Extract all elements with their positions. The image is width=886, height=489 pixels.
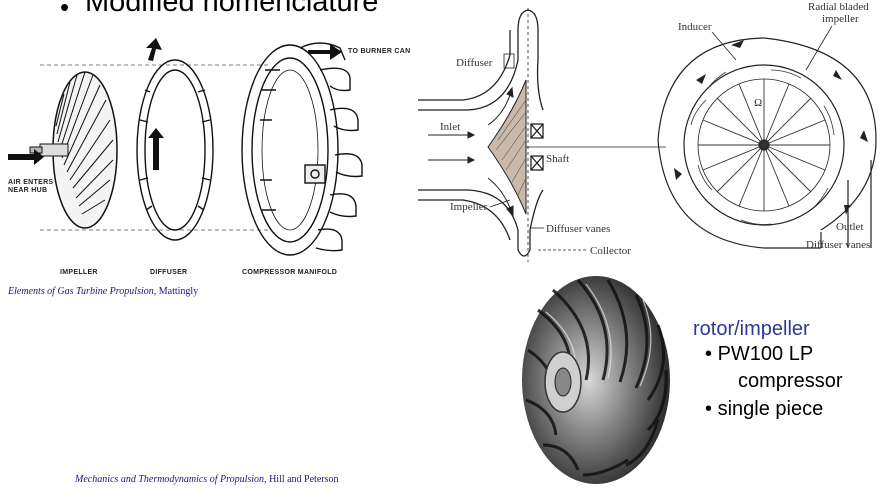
manifold-sketch	[242, 43, 362, 255]
inducer-label: Inducer	[678, 21, 712, 33]
bullet-item-pw100: • PW100 LP	[705, 343, 813, 366]
inlet-label: Inlet	[440, 121, 460, 133]
exploded-compressor-diagram: AIR ENTERS NEAR HUB TO BURNER CAN IMPELL…	[0, 30, 440, 282]
compressor-cross-section: Diffuser Inlet Shaft Impeller Diffuser v…	[418, 0, 666, 265]
diffuser-label: Diffuser	[456, 57, 493, 69]
to-burner-label: TO BURNER CAN	[348, 48, 411, 55]
bullet-item-single-piece: • single piece	[705, 398, 823, 421]
caption-mattingly: Elements of Gas Turbine Propulsion, Matt…	[8, 286, 198, 297]
impeller-label: Impeller	[450, 201, 488, 213]
bullet-text: single piece	[718, 398, 824, 420]
impeller-volute-diagram: Ω Inducer Radial bladed impeller Outlet …	[636, 0, 886, 265]
manifold-label: COMPRESSOR MANIFOLD	[242, 269, 337, 276]
diffuser-arrow-top	[146, 38, 162, 61]
diffuser-vanes-label: Diffuser vanes	[806, 239, 870, 251]
diffuser-vanes-label: Diffuser vanes	[546, 223, 610, 235]
slide-title: Modified nomenclature	[85, 0, 378, 19]
diffuser-label: DIFFUSER	[150, 269, 187, 276]
near-hub-label: NEAR HUB	[8, 187, 47, 194]
bullet-dot: •	[705, 343, 712, 365]
caption-hill-author: , Hill and Peterson	[264, 474, 338, 485]
caption-hill-title: Mechanics and Thermodynamics of Propulsi…	[75, 474, 264, 485]
impeller-label: IMPELLER	[60, 269, 98, 276]
caption-mattingly-author: , Mattingly	[154, 286, 198, 297]
bullet-dot: •	[705, 398, 712, 420]
bullet-item-continuation: compressor	[738, 370, 842, 393]
impeller-photo	[508, 270, 688, 489]
omega-label: Ω	[754, 97, 762, 109]
radial-blades	[698, 79, 830, 211]
collector-label: Collector	[590, 245, 631, 257]
rotor-impeller-heading: rotor/impeller	[693, 318, 810, 341]
diffuser-arrow-up	[148, 128, 164, 170]
title-bullet: •	[60, 0, 69, 23]
shaft-label: Shaft	[546, 153, 569, 165]
diffuser-sketch	[137, 60, 213, 240]
bullet-text: PW100 LP	[718, 343, 814, 365]
caption-hill-peterson: Mechanics and Thermodynamics of Propulsi…	[75, 474, 339, 485]
impeller-label: impeller	[822, 13, 859, 25]
air-enters-label: AIR ENTERS	[8, 179, 53, 186]
outlet-label: Outlet	[836, 221, 864, 233]
impeller-sketch	[30, 72, 117, 228]
radial-bladed-label: Radial bladed	[808, 1, 869, 13]
caption-mattingly-title: Elements of Gas Turbine Propulsion	[8, 286, 154, 297]
